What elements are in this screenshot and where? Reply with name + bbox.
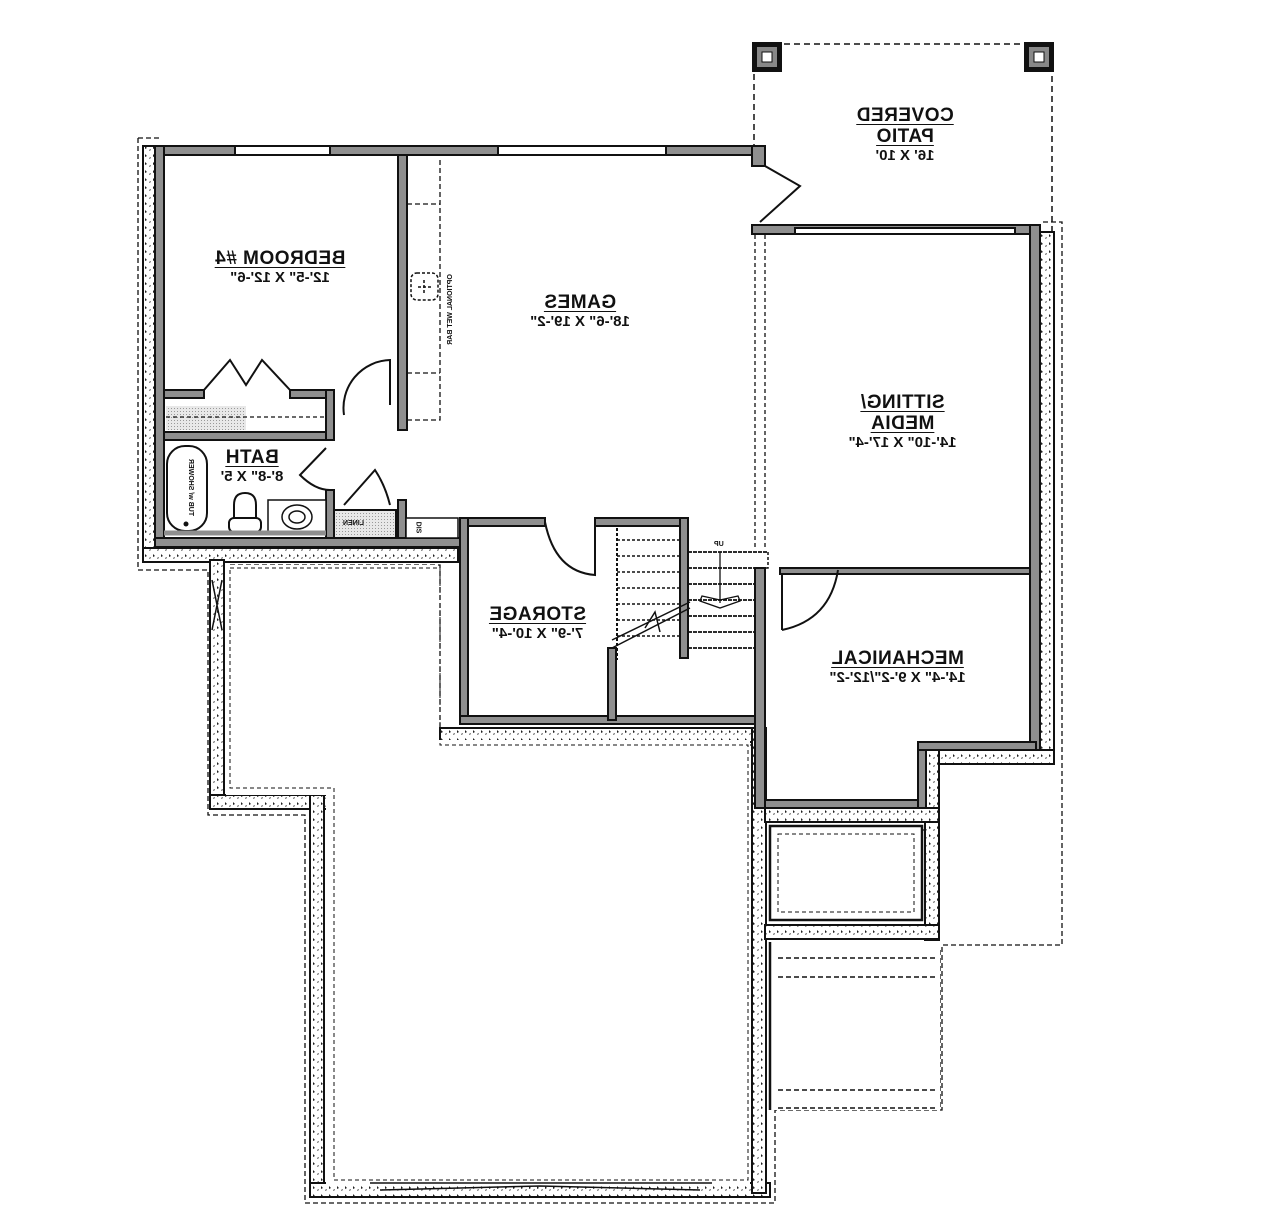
doors (203, 165, 839, 631)
room-dimensions: 7'-9" X 10'-4" (491, 625, 584, 642)
wet-bar-outline (407, 160, 441, 421)
room-dimensions: 14'-4" X 9'-2"/12'-2" (829, 669, 966, 686)
room-name: SITTING/ (860, 392, 945, 413)
tub-label: TUB w/ SHOWER (187, 458, 195, 517)
room-name: STORAGE (488, 604, 587, 625)
room-label-games: GAMES 18'-6" X 19'-2" (500, 292, 660, 330)
linen-closet (333, 509, 397, 539)
toilet-icon (228, 491, 262, 533)
room-label-mechanical: MECHANICAL 14'-4" X 9'-2"/12'-2" (815, 648, 980, 686)
room-label-sitting-media: SITTING/ MEDIA 14'-10" X 17'-4" (815, 392, 990, 451)
room-dimensions: 16' X 10' (875, 147, 935, 164)
room-name: MEDIA (870, 413, 935, 434)
linen-label: LINEN (343, 520, 364, 527)
window-well (768, 824, 924, 922)
wet-bar-label: OPTIONAL WET BAR (446, 274, 454, 345)
covered-patio-outline (752, 42, 1054, 232)
closet-shelf (166, 406, 246, 430)
small-closet-label: DIS (414, 521, 422, 534)
room-label-storage: STORAGE 7'-9" X 10'-4" (475, 604, 600, 642)
room-dimensions: 14'-10" X 17'-4" (848, 434, 957, 451)
stairs-up-label: UP (714, 541, 724, 548)
room-dimensions: 12'-5" X 12'-6" (230, 269, 330, 286)
room-label-bedroom-4: BEDROOM #4 12'-5" X 12'-6" (195, 248, 365, 286)
room-name: BEDROOM #4 (214, 248, 346, 269)
room-dimensions: 18'-6" X 19'-2" (530, 313, 630, 330)
staircase (611, 235, 769, 660)
windows (234, 145, 1016, 235)
room-name: MECHANICAL (831, 648, 964, 669)
room-name: COVERED (856, 105, 954, 126)
egress-bay (770, 942, 940, 1110)
sink-icon (267, 499, 327, 535)
room-name: GAMES (543, 292, 617, 313)
room-label-covered-patio: COVERED PATIO 16' X 10' (835, 105, 975, 164)
room-dimensions: 8'-8" X 5' (220, 468, 284, 485)
wet-bar-sink-icon (410, 272, 439, 301)
room-label-bath: BATH 8'-8" X 5' (212, 447, 292, 485)
room-name: PATIO (876, 126, 934, 147)
room-name: BATH (225, 447, 279, 468)
